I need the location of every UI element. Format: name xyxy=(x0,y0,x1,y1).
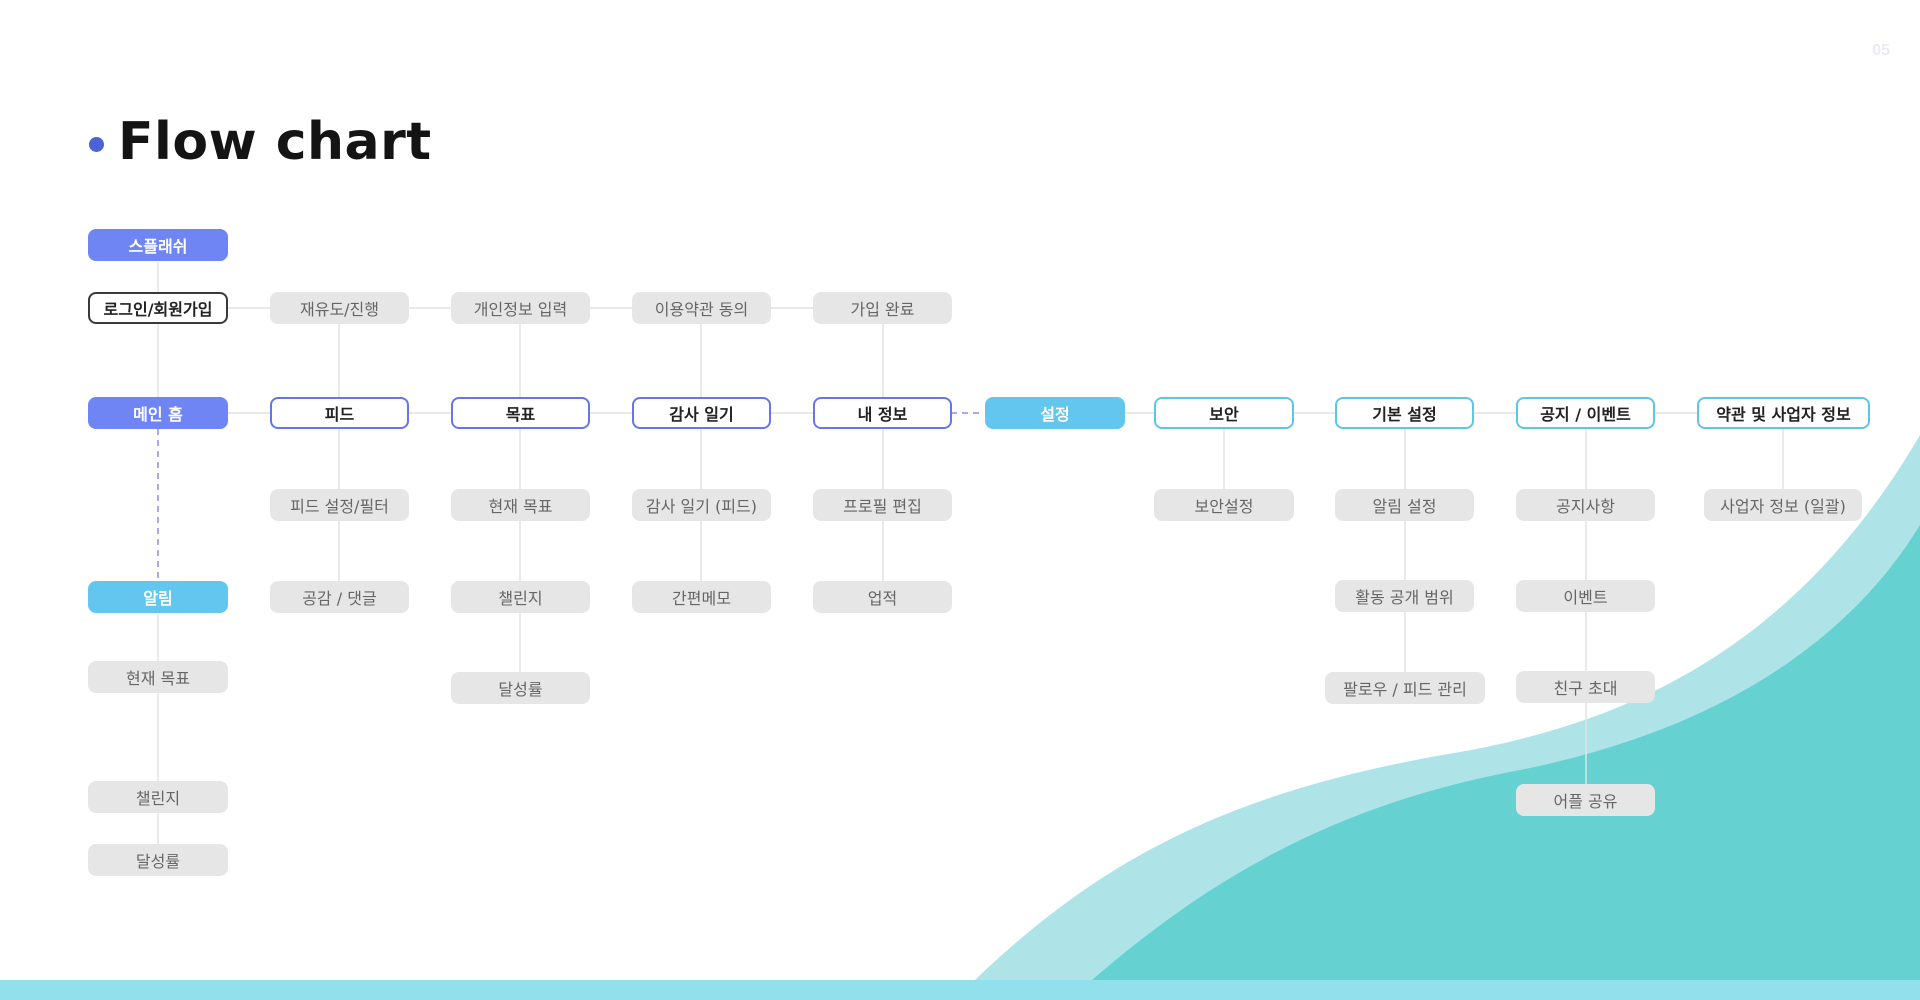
node-alarm-settings[interactable]: 알림 설정 xyxy=(1335,489,1474,521)
node-reintro[interactable]: 재유도/진행 xyxy=(270,292,409,324)
node-business-info[interactable]: 사업자 정보 (일괄) xyxy=(1704,489,1862,521)
node-main-home[interactable]: 메인 홈 xyxy=(88,397,228,429)
node-profile-edit[interactable]: 프로필 편집 xyxy=(813,489,952,521)
node-activity-scope[interactable]: 활동 공개 범위 xyxy=(1335,580,1474,612)
page-title: Flow chart xyxy=(118,112,432,172)
node-alarm[interactable]: 알림 xyxy=(88,581,228,613)
node-gratitude-feed[interactable]: 감사 일기 (피드) xyxy=(632,489,771,521)
node-basic-settings[interactable]: 기본 설정 xyxy=(1335,397,1474,429)
node-notice[interactable]: 공지사항 xyxy=(1516,489,1655,521)
node-home-challenge[interactable]: 챌린지 xyxy=(88,781,228,813)
node-empathy-comment[interactable]: 공감 / 댓글 xyxy=(270,581,409,613)
node-event[interactable]: 이벤트 xyxy=(1516,580,1655,612)
wave-dark xyxy=(1092,525,1920,980)
node-feed-filter[interactable]: 피드 설정/필터 xyxy=(270,489,409,521)
node-security-settings[interactable]: 보안설정 xyxy=(1154,489,1294,521)
node-friend-invite[interactable]: 친구 초대 xyxy=(1516,671,1655,703)
node-feed[interactable]: 피드 xyxy=(270,397,409,429)
node-my-info[interactable]: 내 정보 xyxy=(813,397,952,429)
node-terms-business[interactable]: 약관 및 사업자 정보 xyxy=(1697,397,1870,429)
node-terms-agree[interactable]: 이용약관 동의 xyxy=(632,292,771,324)
page-number: 05 xyxy=(1872,42,1890,59)
footer-bar xyxy=(0,980,1920,1000)
node-security[interactable]: 보안 xyxy=(1154,397,1294,429)
node-settings[interactable]: 설정 xyxy=(985,397,1125,429)
node-achievement[interactable]: 업적 xyxy=(813,581,952,613)
node-app-share[interactable]: 어플 공유 xyxy=(1516,784,1655,816)
node-gratitude-diary[interactable]: 감사 일기 xyxy=(632,397,771,429)
title-bullet-icon xyxy=(89,137,104,152)
node-home-achievement-rate[interactable]: 달성률 xyxy=(88,844,228,876)
node-quick-memo[interactable]: 간편메모 xyxy=(632,581,771,613)
node-signup-done[interactable]: 가입 완료 xyxy=(813,292,952,324)
node-login-signup[interactable]: 로그인/회원가입 xyxy=(88,292,228,324)
node-notice-event[interactable]: 공지 / 이벤트 xyxy=(1516,397,1655,429)
node-current-goal[interactable]: 현재 목표 xyxy=(451,489,590,521)
node-splash[interactable]: 스플래쉬 xyxy=(88,229,228,261)
node-achievement-rate[interactable]: 달성률 xyxy=(451,672,590,704)
node-goal[interactable]: 목표 xyxy=(451,397,590,429)
node-home-current-goal[interactable]: 현재 목표 xyxy=(88,661,228,693)
node-challenge[interactable]: 챌린지 xyxy=(451,581,590,613)
node-follow-feed[interactable]: 팔로우 / 피드 관리 xyxy=(1325,672,1485,704)
node-personal-info[interactable]: 개인정보 입력 xyxy=(451,292,590,324)
